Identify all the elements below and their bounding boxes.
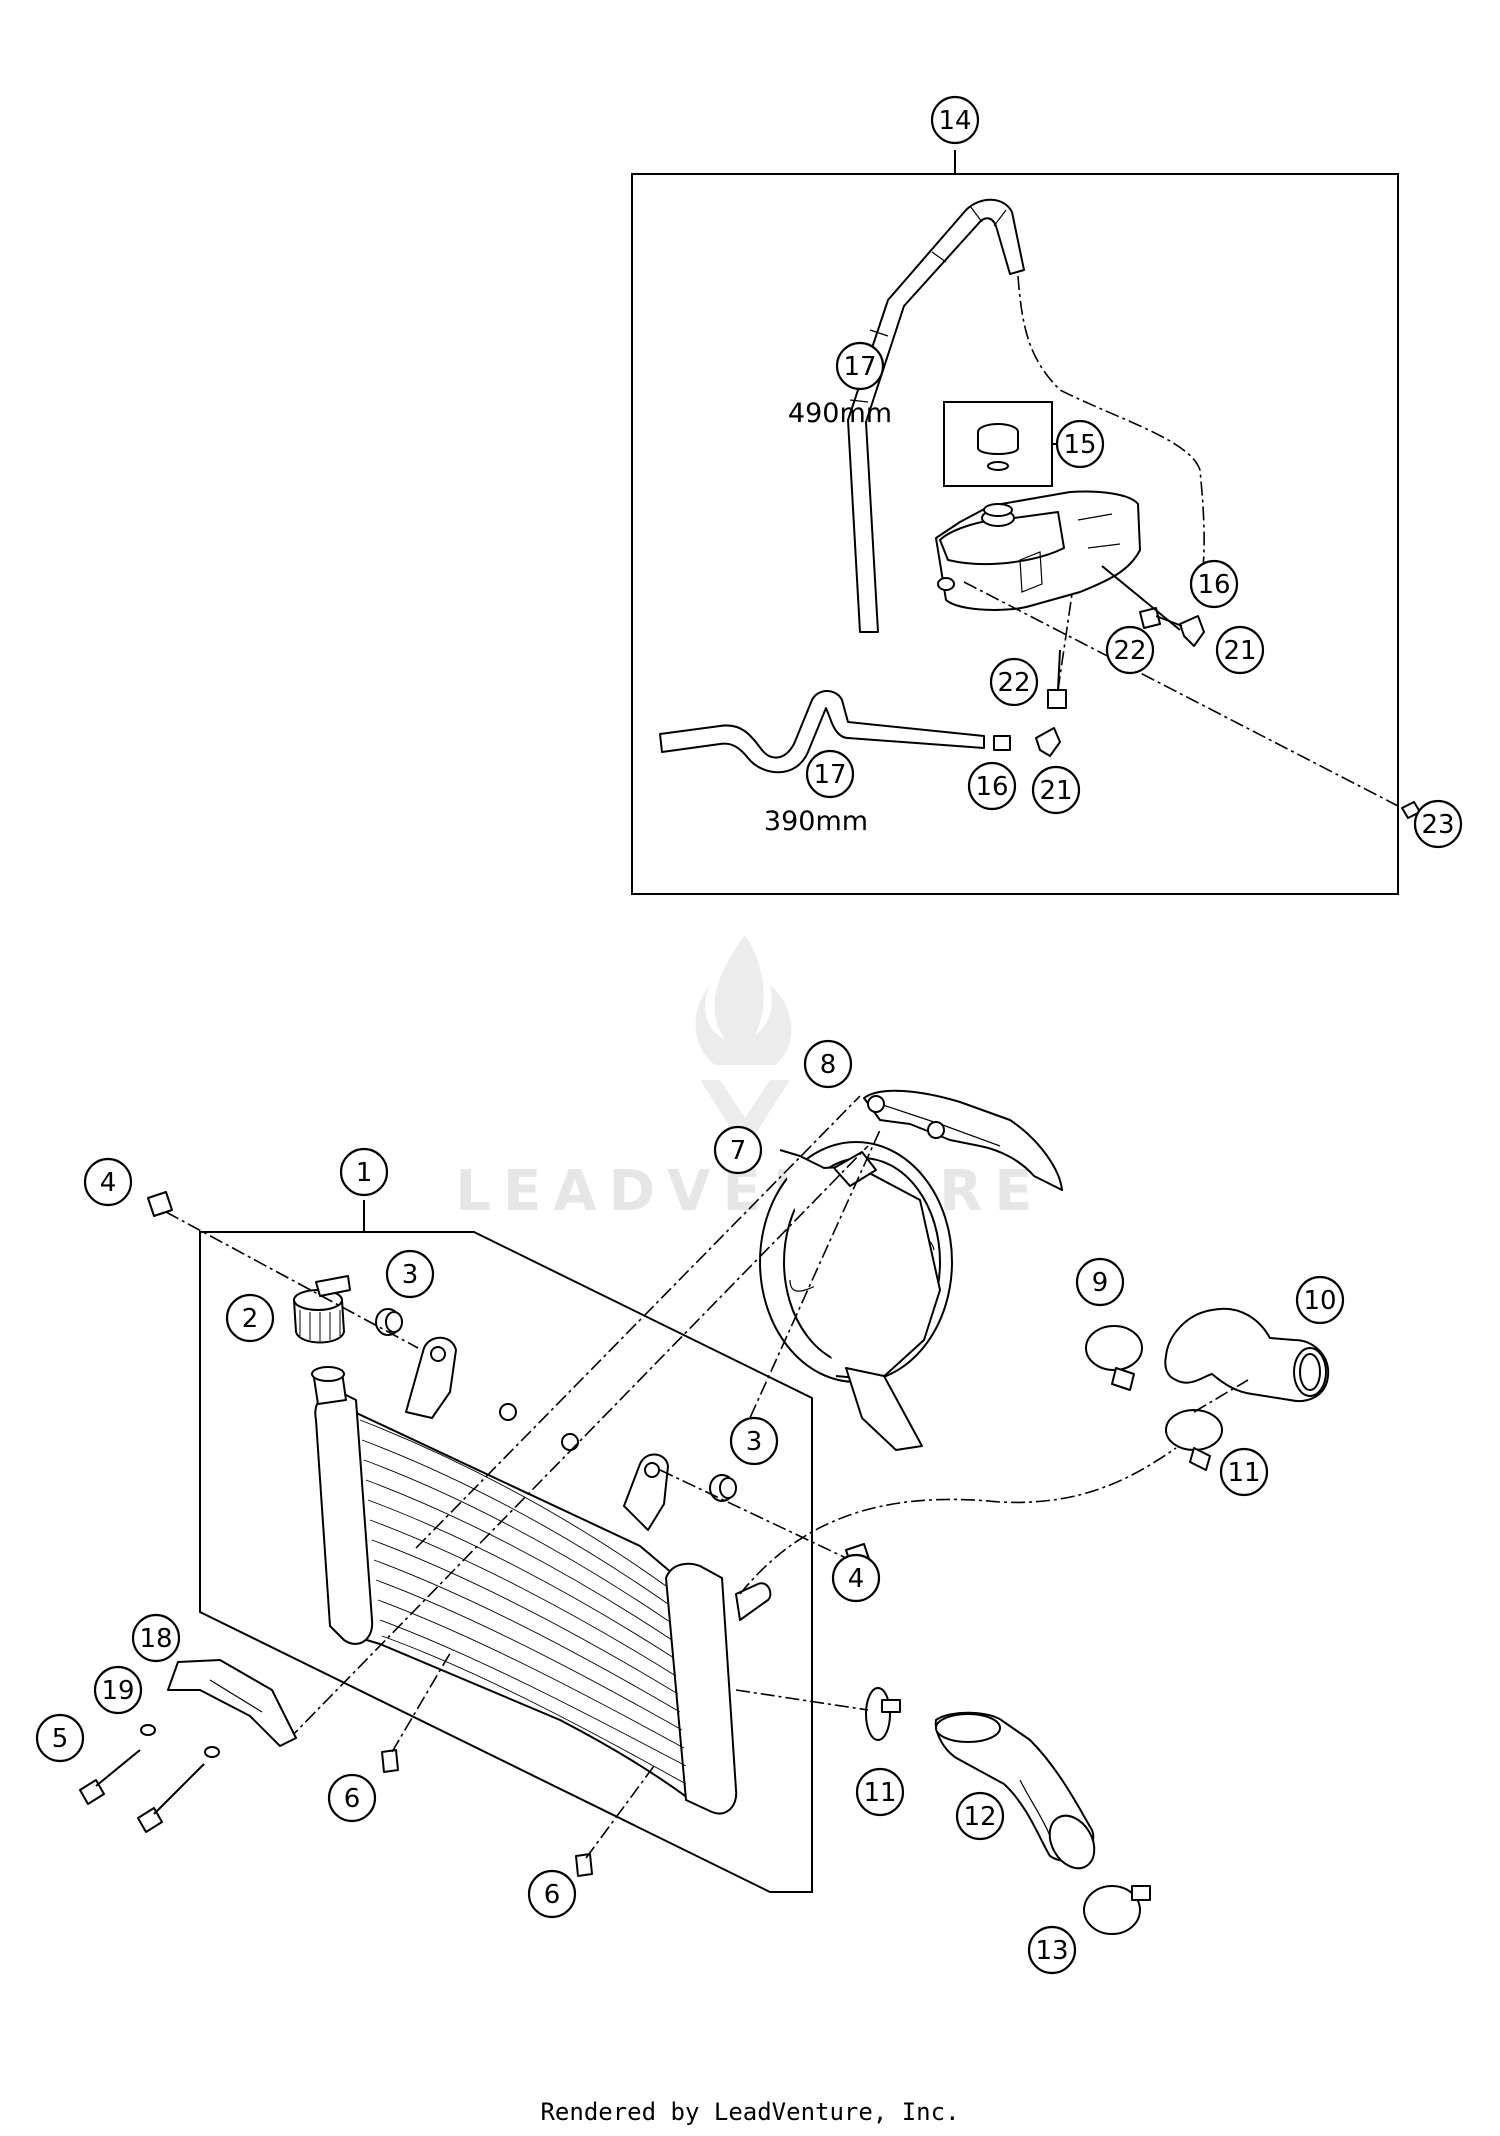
coolant-reservoir-tank <box>935 490 1141 611</box>
callout-15: 15 <box>1055 419 1105 469</box>
callout-9: 9 <box>1075 1257 1125 1307</box>
callout-17: 17 <box>835 341 885 391</box>
callout-label: 2 <box>242 1304 259 1334</box>
seal-22-upper <box>1139 607 1161 629</box>
callout-13: 13 <box>1027 1925 1077 1975</box>
screw-6-right <box>575 1853 593 1877</box>
callout-22: 22 <box>989 657 1039 707</box>
callout-2: 2 <box>225 1293 275 1343</box>
callout-label: 16 <box>975 772 1008 802</box>
callout-label: 17 <box>843 352 876 382</box>
callout-label: 4 <box>100 1168 117 1198</box>
callout-label: 11 <box>1227 1458 1260 1488</box>
grommet-3-lower <box>709 1474 737 1502</box>
callout-16: 16 <box>1189 559 1239 609</box>
callout-7: 7 <box>713 1125 763 1175</box>
callout-label: 3 <box>746 1427 763 1457</box>
radiator-cap-2 <box>293 1275 351 1344</box>
reservoir-cap-kit <box>943 401 1096 487</box>
callout-label: 7 <box>730 1136 747 1166</box>
overflow-hose-490 <box>847 198 1025 633</box>
callout-label: 19 <box>101 1676 134 1706</box>
lower-radiator-hose-12 <box>934 1711 1096 1870</box>
callout-label: 17 <box>813 760 846 790</box>
callout-label: 18 <box>139 1624 172 1654</box>
callout-label: 12 <box>963 1802 996 1832</box>
callout-4: 4 <box>83 1157 133 1207</box>
callout-6: 6 <box>527 1869 577 1919</box>
callout-10: 10 <box>1295 1275 1345 1325</box>
callout-label: 8 <box>820 1050 837 1080</box>
washer-19-right <box>204 1746 220 1758</box>
callout-label: 5 <box>52 1724 69 1754</box>
callout-1: 1 <box>339 1147 389 1197</box>
callout-12: 12 <box>955 1791 1005 1841</box>
callout-3: 3 <box>385 1249 435 1299</box>
bolt-5-left <box>79 1749 141 1805</box>
overflow-hose-390 <box>659 690 985 774</box>
elbow-21-lower <box>1035 727 1061 757</box>
callout-label: 15 <box>1063 430 1096 460</box>
callout-label: 16 <box>1197 570 1230 600</box>
callout-label: 11 <box>863 1778 896 1808</box>
washer-19-left <box>140 1724 156 1736</box>
callout-11: 11 <box>855 1767 905 1817</box>
callout-3: 3 <box>729 1416 779 1466</box>
bolt-4-upper <box>147 1191 173 1217</box>
callout-19: 19 <box>93 1665 143 1715</box>
callout-label: 1 <box>356 1158 373 1188</box>
bolt-5-right <box>137 1763 205 1833</box>
dimension-390mm: 390mm <box>764 806 868 837</box>
fan-shroud-8 <box>863 1089 1063 1191</box>
callout-label: 6 <box>344 1784 361 1814</box>
callout-8: 8 <box>803 1039 853 1089</box>
footer-credit: Rendered by LeadVenture, Inc. <box>540 2098 960 2126</box>
callout-label: 14 <box>938 106 971 136</box>
callout-21: 21 <box>1215 625 1265 675</box>
callout-6: 6 <box>327 1773 377 1823</box>
callout-22: 22 <box>1105 625 1155 675</box>
bracket-18 <box>167 1659 297 1747</box>
radiator <box>311 1336 772 1815</box>
callout-label: 6 <box>544 1880 561 1910</box>
radiator-assembly-outline <box>199 1231 813 1893</box>
callout-5: 5 <box>35 1713 85 1763</box>
grommet-3-upper <box>375 1308 403 1336</box>
leadventure-watermark: LEADVENTURE <box>455 935 1033 1224</box>
callout-23: 23 <box>1413 799 1463 849</box>
callout-label: 22 <box>1113 636 1146 666</box>
dimension-490mm: 490mm <box>788 398 892 429</box>
callout-label: 9 <box>1092 1268 1109 1298</box>
reservoir-kit-frame <box>631 173 1399 895</box>
callout-label: 22 <box>997 668 1030 698</box>
screw-6-left <box>381 1749 399 1773</box>
callout-16: 16 <box>967 761 1017 811</box>
callout-17: 17 <box>805 749 855 799</box>
callout-label: 23 <box>1421 810 1454 840</box>
upper-radiator-hose-10 <box>1164 1307 1330 1402</box>
callout-21: 21 <box>1031 765 1081 815</box>
callout-label: 21 <box>1223 636 1256 666</box>
hose-clamp-13 <box>1083 1885 1151 1935</box>
seal-22-lower <box>1047 689 1067 709</box>
callout-18: 18 <box>131 1613 181 1663</box>
hose-clamp-11-upper <box>1165 1409 1223 1471</box>
hose-clamp-11-lower <box>865 1687 901 1741</box>
callout-4: 4 <box>831 1553 881 1603</box>
callout-label: 13 <box>1035 1936 1068 1966</box>
elbow-21-upper <box>1179 615 1205 647</box>
callout-label: 21 <box>1039 776 1072 806</box>
callout-14: 14 <box>930 95 980 145</box>
callout-label: 3 <box>402 1260 419 1290</box>
radiator-fan-7 <box>759 1141 953 1451</box>
callout-11: 11 <box>1219 1447 1269 1497</box>
callout-label: 4 <box>848 1564 865 1594</box>
hose-clamp-16-lower <box>993 735 1011 751</box>
hose-clamp-9 <box>1085 1325 1143 1391</box>
callout-label: 10 <box>1303 1286 1336 1316</box>
